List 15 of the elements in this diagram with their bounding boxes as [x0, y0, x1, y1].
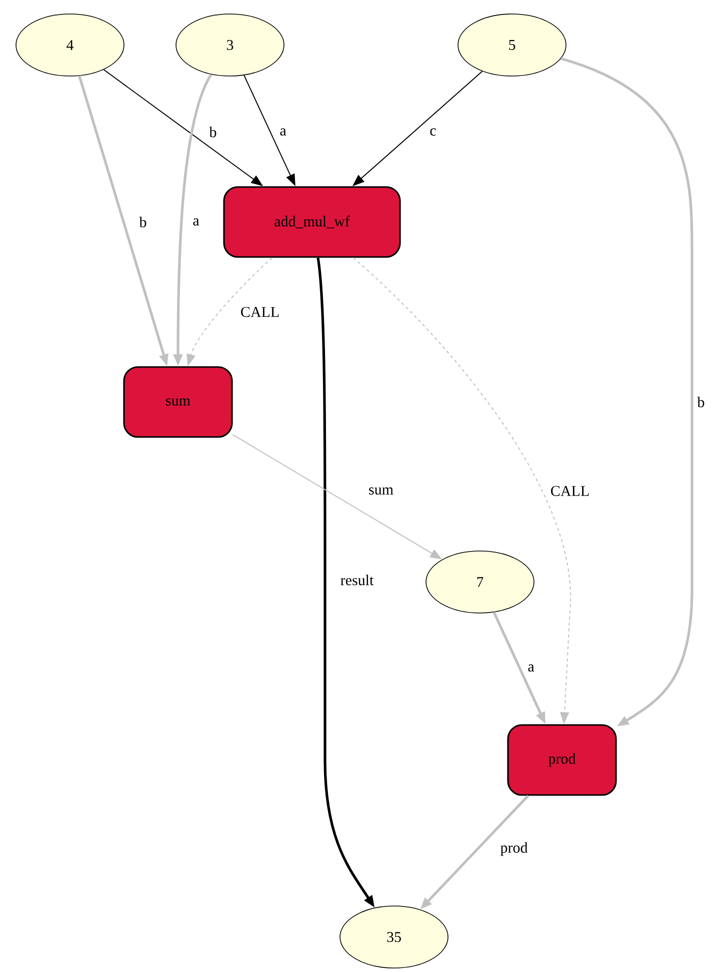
edge-label: b — [696, 396, 706, 408]
edge-label: b — [138, 216, 148, 228]
function-box: sum — [123, 366, 233, 438]
edge-label: b — [208, 126, 218, 138]
edge-label: CALL — [549, 484, 591, 498]
edge-label: a — [192, 217, 200, 227]
edge-label: sum — [368, 486, 394, 496]
edge-label: a — [278, 127, 288, 137]
function-box: prod — [507, 724, 617, 796]
edge-label: a — [526, 663, 536, 673]
edge-label: prod — [499, 841, 529, 857]
edge-label: result — [339, 574, 375, 586]
edge-label: c — [428, 127, 438, 137]
function-box: add_mul_wf — [223, 186, 401, 258]
edge-label: CALL — [239, 306, 281, 318]
